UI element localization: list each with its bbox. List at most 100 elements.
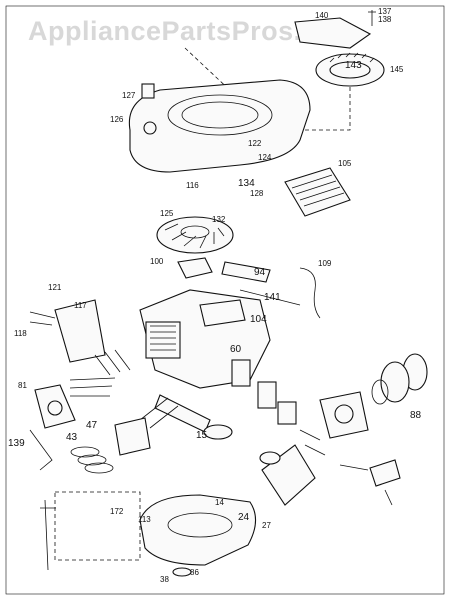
- bracket-plate: [54, 299, 106, 363]
- label-24: 24: [238, 512, 250, 523]
- piston-ring-1: [70, 446, 100, 458]
- bracket-screws: [29, 311, 56, 326]
- governor-spring: [369, 459, 401, 487]
- governor-link: [239, 289, 301, 306]
- piston-ring-2: [77, 454, 107, 466]
- label-127: 127: [122, 91, 136, 100]
- label-47: 47: [86, 420, 98, 431]
- label-125: 125: [160, 209, 174, 218]
- dipstick: [40, 499, 56, 571]
- cylinder-block: [139, 289, 301, 389]
- oil-pan: [40, 491, 257, 577]
- flywheel: [156, 216, 234, 254]
- label-172: 172: [110, 507, 124, 516]
- gasket-b: [257, 381, 277, 409]
- filter-base: [371, 379, 389, 405]
- ignition-coil: [177, 257, 213, 279]
- ignition-module: [177, 257, 321, 319]
- label-14: 14: [215, 498, 224, 507]
- valve-stems: [69, 377, 116, 397]
- cooling-fins: [150, 325, 176, 351]
- label-109: 109: [318, 259, 332, 268]
- piston-assembly: [29, 417, 151, 474]
- label-122: 122: [248, 139, 262, 148]
- governor-link-rod: [339, 464, 393, 506]
- label-141: 141: [264, 292, 281, 303]
- blower-housing-opening: [167, 94, 273, 136]
- starter-pulley-hub: [329, 61, 371, 79]
- label-126: 126: [110, 115, 124, 124]
- parts-manual: [284, 167, 351, 217]
- dipstick-leader: [54, 491, 141, 561]
- coil-bracket: [221, 261, 271, 283]
- pulley-teeth: [329, 52, 375, 63]
- crank-arm: [154, 394, 211, 433]
- starter-screw: [368, 10, 376, 26]
- tank-cap: [259, 451, 281, 465]
- label-116: 116: [186, 181, 199, 190]
- governor-parts: [339, 459, 401, 506]
- drain-plug: [172, 567, 192, 577]
- label-128: 128: [250, 189, 264, 198]
- manual-lines: [291, 174, 345, 207]
- label-137: 137: [378, 7, 392, 16]
- crank-gear: [203, 424, 233, 440]
- carb-screws: [299, 429, 326, 456]
- air-filter: [371, 353, 428, 405]
- piston: [114, 417, 151, 456]
- muffler-outlet: [47, 400, 63, 416]
- housing-grommet: [143, 121, 157, 135]
- crank-journal: [139, 397, 179, 429]
- valve-springs: [94, 349, 131, 376]
- blower-housing-shell: [128, 79, 311, 173]
- part-labels: 140 137 138 143 145 127 126 122 124 134 …: [8, 7, 422, 584]
- label-117: 117: [74, 301, 87, 310]
- throttle-wire: [299, 267, 321, 319]
- gasket-c: [277, 401, 297, 425]
- gasket-set: [231, 359, 297, 425]
- label-113: 113: [138, 515, 151, 524]
- label-94: 94: [254, 267, 266, 278]
- oil-pan-sump: [167, 512, 233, 538]
- filter-element: [380, 361, 410, 403]
- flywheel-hub: [180, 225, 210, 239]
- starter-assembly: [184, 10, 385, 131]
- label-43: 43: [66, 432, 78, 443]
- label-105: 105: [338, 159, 352, 168]
- label-27: 27: [262, 521, 271, 530]
- oil-pan-body: [139, 494, 257, 566]
- fuel-tank: [259, 444, 316, 506]
- label-104: 104: [250, 314, 267, 325]
- piston-ring-3: [84, 462, 114, 474]
- cylinder-head: [145, 321, 181, 359]
- label-145: 145: [390, 65, 404, 74]
- manual-sheet: [284, 167, 351, 217]
- label-132: 132: [212, 215, 226, 224]
- lock-plate: [29, 429, 53, 471]
- housing-cap: [141, 83, 155, 99]
- label-81: 81: [18, 381, 27, 390]
- label-86: 86: [190, 568, 199, 577]
- label-139: 139: [8, 438, 25, 449]
- gasket-a: [231, 359, 251, 387]
- label-38: 38: [160, 575, 169, 584]
- flywheel-fins: [164, 223, 225, 249]
- label-124: 124: [258, 153, 272, 162]
- muffler-bracket: [29, 299, 106, 363]
- label-143: 143: [345, 60, 362, 71]
- valve-train: [34, 349, 131, 429]
- label-118: 118: [14, 329, 27, 338]
- carb-throat: [334, 404, 354, 424]
- label-134: 134: [238, 178, 255, 189]
- label-15: 15: [196, 430, 208, 441]
- label-88: 88: [410, 410, 422, 421]
- block-deck: [199, 299, 246, 327]
- blower-housing: [128, 79, 311, 173]
- carburetor: [299, 391, 369, 456]
- diagram-frame: [5, 5, 445, 595]
- label-140: 140: [315, 11, 329, 20]
- crankshaft: [139, 394, 233, 440]
- label-60: 60: [230, 344, 242, 355]
- label-138: 138: [378, 15, 392, 24]
